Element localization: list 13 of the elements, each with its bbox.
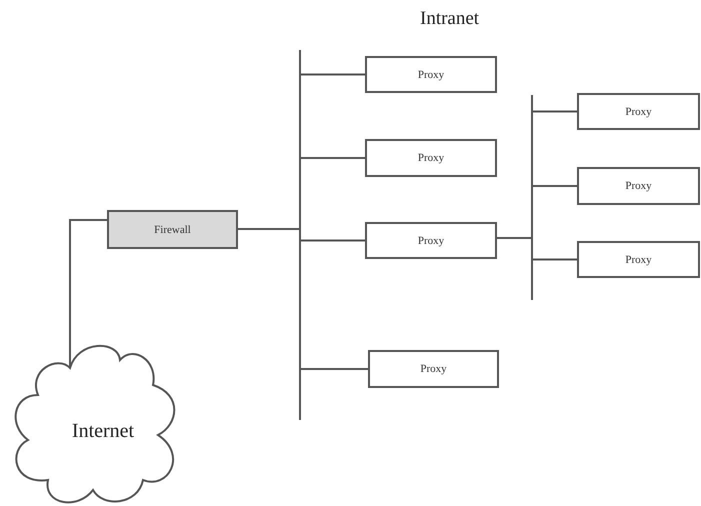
proxy-box: Proxy: [577, 241, 700, 278]
connector-line: [497, 237, 577, 260]
region-label: Intranet: [420, 8, 480, 30]
cloud-label: Internet: [72, 420, 134, 443]
connector-line: [238, 228, 368, 370]
proxy-box: Proxy: [368, 350, 499, 388]
proxy-box: Proxy: [577, 167, 700, 205]
proxy-box: Proxy: [365, 222, 497, 259]
proxy-box: Proxy: [365, 139, 497, 177]
firewall-box: Firewall: [107, 210, 238, 249]
connector-line: [69, 219, 107, 368]
proxy-box: Proxy: [577, 93, 700, 130]
proxy-box: Proxy: [365, 56, 497, 93]
